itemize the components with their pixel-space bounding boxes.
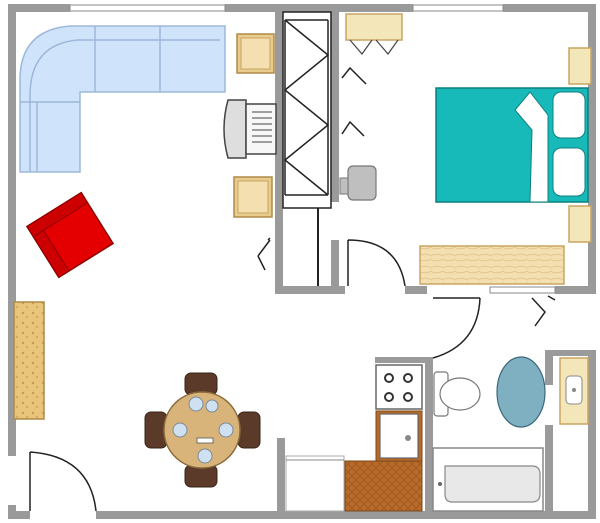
wall-bath-right-bottom [545,425,553,518]
wall-top-left [8,4,70,12]
door-bedroom-closet-a[interactable] [341,66,367,137]
wall-bath-left [425,357,433,518]
nightstand-bottom[interactable] [568,205,592,243]
window-bedroom-bottom [489,286,556,294]
wall-bottom-mid [96,511,596,519]
kitchen-sink[interactable] [375,410,423,462]
windows [69,4,556,294]
nightstand-top[interactable] [568,47,592,85]
end-table-bottom[interactable] [233,176,273,218]
doors [29,66,556,512]
tv-set[interactable] [223,99,277,159]
window-bedroom [412,4,504,12]
bookshelf[interactable] [13,301,45,420]
wall-kitchen-top [375,357,433,363]
wall-vanity-top [545,350,596,356]
walls [8,4,596,519]
bathtub[interactable] [432,447,544,512]
wall-bath-right-top [545,350,553,385]
armchair[interactable] [25,191,115,279]
window-living [69,4,226,12]
wall-bedroom-bottom-left [405,286,427,294]
wall-bottom-left [8,511,30,519]
door-entry[interactable] [29,451,97,512]
wall-kitchen-left [277,438,285,518]
dining-set[interactable] [144,372,261,488]
wall-bedroom-left-top [331,12,339,202]
door-bedroom-closet-b[interactable] [531,295,556,327]
toilet[interactable] [433,371,481,417]
wall-top-right [503,4,595,12]
bath-rug [496,356,546,428]
dining-table[interactable] [163,391,241,469]
wall-bedroom-bottom-right [555,286,596,294]
stove[interactable] [375,364,423,410]
wall-right-top [588,4,596,294]
kitchen-rug [344,460,423,512]
wall-closet-bottom [275,286,345,294]
closet-bifold[interactable] [282,11,332,286]
vanity[interactable] [559,357,589,425]
refrigerator[interactable] [285,455,345,512]
desk-chair[interactable] [339,165,377,201]
wall-closet-left [275,12,283,294]
bed[interactable] [435,87,589,203]
sofa-sectional[interactable] [19,25,226,173]
wall-bedroom-left-bottom [331,240,339,294]
dining-chair-right[interactable] [237,411,261,449]
wall-right-bottom [588,350,596,518]
wall-left-top [8,4,16,456]
wall-top-mid [225,4,413,12]
door-closet-swing[interactable] [257,237,271,271]
end-table-top[interactable] [236,33,275,74]
dresser[interactable] [419,245,565,285]
door-bedroom[interactable] [347,239,406,287]
door-bath[interactable] [432,297,481,359]
desk[interactable] [345,13,403,55]
